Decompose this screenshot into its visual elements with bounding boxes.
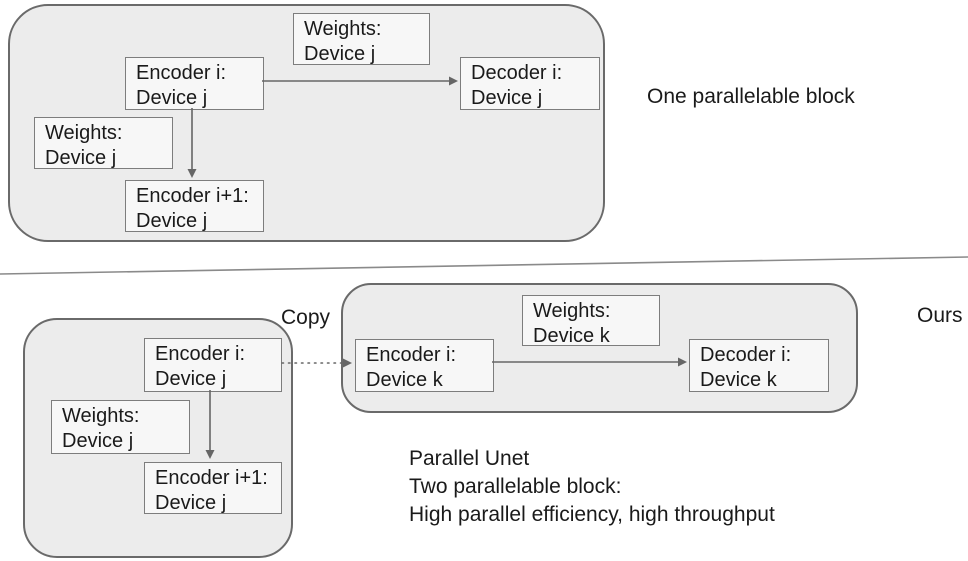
node-weights-device-k: Weights: Device k: [522, 295, 660, 347]
parallel-unet-caption: Parallel Unet Two parallelable block: Hi…: [409, 447, 775, 526]
bottom-left-block-container: Encoder i: Device j Weights: Device j En…: [23, 318, 293, 558]
one-parallelable-block-container: Weights: Device j Encoder i: Device j De…: [8, 4, 605, 242]
node-encoder-i-device-j: Encoder i: Device j: [125, 57, 264, 110]
node-decoder-i-device-k: Decoder i: Device k: [689, 339, 829, 392]
node-weights-device-j-bottom: Weights: Device j: [51, 400, 190, 454]
ours-label: Ours: [917, 304, 963, 327]
node-encoder-i-device-j-bottom: Encoder i: Device j: [144, 338, 282, 392]
bottom-right-block-container: Encoder i: Device k Weights: Device k De…: [341, 283, 858, 413]
node-encoder-i-device-k: Encoder i: Device k: [355, 339, 494, 392]
node-weights-device-j-top: Weights: Device j: [293, 13, 430, 65]
node-encoder-i-plus-1-device-j: Encoder i+1: Device j: [125, 180, 264, 232]
section-divider-line: [0, 256, 968, 275]
node-weights-device-j-left: Weights: Device j: [34, 117, 173, 169]
copy-label: Copy: [281, 306, 331, 329]
one-parallelable-block-label: One parallelable block: [647, 85, 855, 108]
node-encoder-i-plus-1-device-j-bottom: Encoder i+1: Device j: [144, 462, 282, 514]
node-decoder-i-device-j: Decoder i: Device j: [460, 57, 600, 110]
